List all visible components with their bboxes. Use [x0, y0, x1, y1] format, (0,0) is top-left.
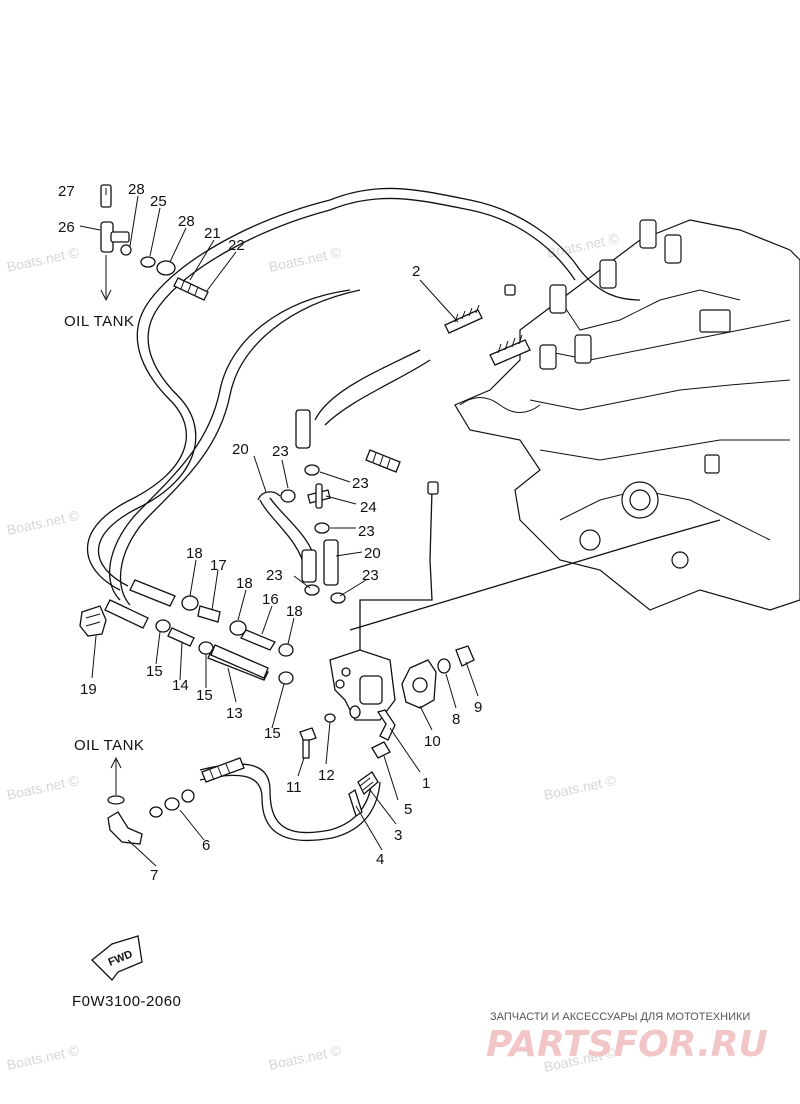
- callout-16: 16: [262, 591, 279, 608]
- callout-19: 19: [80, 681, 97, 698]
- callout-3: 3: [394, 827, 402, 844]
- callout-18: 18: [286, 603, 303, 620]
- small-parts: [79, 184, 475, 845]
- labels: OIL TANK OIL TANK F0W3100-2060 27 28 25 …: [58, 181, 482, 1010]
- callout-20: 20: [364, 545, 381, 562]
- callout-11: 11: [286, 779, 302, 796]
- callout-1: 1: [422, 775, 430, 792]
- callout-6: 6: [202, 837, 210, 854]
- oil-tank-label-top: OIL TANK: [64, 313, 134, 330]
- callout-2: 2: [412, 263, 420, 280]
- oil-tank-label-bottom: OIL TANK: [74, 737, 144, 754]
- fwd-arrow: FWD: [91, 935, 143, 981]
- callout-26: 26: [58, 219, 75, 236]
- callout-15: 15: [196, 687, 213, 704]
- callout-10: 10: [424, 733, 441, 750]
- watermark: Boats.net ©: [267, 244, 343, 275]
- callout-18: 18: [236, 575, 253, 592]
- callout-18: 18: [186, 545, 203, 562]
- callout-8: 8: [452, 711, 460, 728]
- callout-15: 15: [146, 663, 163, 680]
- watermark: Boats.net ©: [542, 772, 618, 803]
- oil-tank-arrows: [100, 255, 122, 795]
- callout-23: 23: [272, 443, 289, 460]
- diagram-code: F0W3100-2060: [72, 993, 181, 1010]
- callout-15: 15: [264, 725, 281, 742]
- brand-footer: ЗАПЧАСТИ И АКСЕССУАРЫ ДЛЯ МОТОТЕХНИКИ PA…: [486, 1011, 768, 1065]
- watermark: Boats.net ©: [5, 244, 81, 275]
- cable-springs: [173, 277, 531, 586]
- callout-23: 23: [352, 475, 369, 492]
- callout-23: 23: [358, 523, 375, 540]
- callout-5: 5: [404, 801, 412, 818]
- callout-4: 4: [376, 851, 384, 868]
- watermark: Boats.net ©: [5, 507, 81, 538]
- brand-logo: PARTSFOR.RU: [486, 1024, 768, 1065]
- callout-25: 25: [150, 193, 167, 210]
- callout-20: 20: [232, 441, 249, 458]
- callout-9: 9: [474, 699, 482, 716]
- brand-tagline: ЗАПЧАСТИ И АКСЕССУАРЫ ДЛЯ МОТОТЕХНИКИ: [490, 1011, 750, 1023]
- callout-27: 27: [58, 183, 75, 200]
- engine-block: [454, 219, 800, 611]
- callout-28: 28: [128, 181, 145, 198]
- callout-7: 7: [150, 867, 158, 884]
- watermark: Boats.net ©: [5, 1042, 81, 1073]
- callout-17: 17: [210, 557, 227, 574]
- leader-lines: [79, 188, 479, 867]
- watermark: Boats.net ©: [5, 772, 81, 803]
- callout-21: 21: [204, 225, 221, 242]
- callout-23: 23: [362, 567, 379, 584]
- callout-13: 13: [226, 705, 243, 722]
- callout-23: 23: [266, 567, 283, 584]
- watermark: Boats.net ©: [267, 1042, 343, 1073]
- callout-14: 14: [172, 677, 189, 694]
- callout-12: 12: [318, 767, 335, 784]
- callout-22: 22: [228, 237, 245, 254]
- callout-24: 24: [360, 499, 377, 516]
- callout-28: 28: [178, 213, 195, 230]
